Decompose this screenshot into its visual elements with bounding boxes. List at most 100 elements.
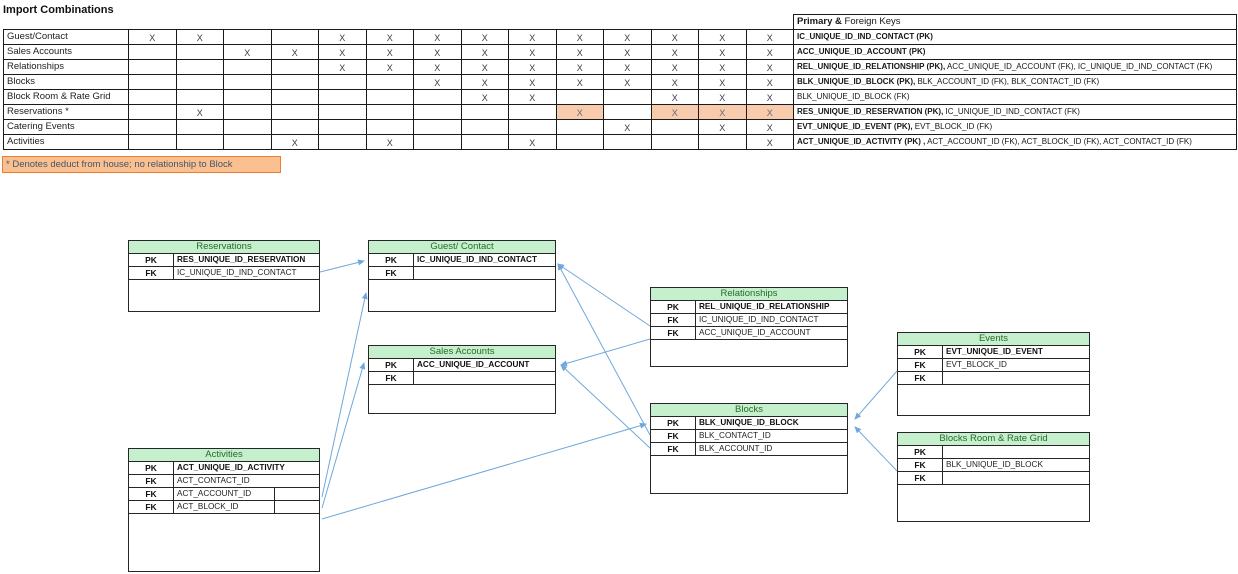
matrix-cell[interactable]	[461, 120, 509, 135]
matrix-cell[interactable]	[271, 60, 319, 75]
matrix-cell[interactable]: X	[699, 45, 747, 60]
matrix-cell[interactable]	[319, 90, 367, 105]
matrix-cell[interactable]	[556, 120, 604, 135]
matrix-cell[interactable]	[271, 105, 319, 120]
matrix-cell[interactable]: X	[414, 75, 462, 90]
matrix-cell[interactable]: X	[366, 45, 414, 60]
matrix-cell[interactable]	[129, 135, 177, 150]
matrix-cell[interactable]: X	[651, 105, 699, 120]
matrix-row-label[interactable]: Catering Events	[4, 120, 129, 135]
matrix-cell[interactable]: X	[509, 90, 557, 105]
matrix-cell[interactable]: X	[509, 135, 557, 150]
matrix-cell[interactable]: X	[651, 75, 699, 90]
matrix-cell[interactable]	[414, 120, 462, 135]
matrix-cell[interactable]	[271, 30, 319, 45]
matrix-cell[interactable]	[461, 105, 509, 120]
matrix-cell[interactable]: X	[509, 45, 557, 60]
matrix-cell[interactable]: X	[366, 135, 414, 150]
matrix-row-label[interactable]: Blocks	[4, 75, 129, 90]
matrix-cell[interactable]: X	[556, 45, 604, 60]
matrix-cell[interactable]	[509, 105, 557, 120]
matrix-cell[interactable]	[271, 90, 319, 105]
matrix-cell[interactable]	[129, 60, 177, 75]
key-row[interactable]: REL_UNIQUE_ID_RELATIONSHIP (PK), ACC_UNI…	[794, 60, 1236, 75]
keys-header[interactable]: Primary & Foreign Keys	[794, 15, 1236, 30]
matrix-cell[interactable]	[176, 60, 224, 75]
deduct-from-house-note[interactable]: * Denotes deduct from house; no relation…	[2, 156, 281, 173]
matrix-cell[interactable]	[224, 30, 272, 45]
matrix-cell[interactable]: X	[556, 105, 604, 120]
matrix-cell[interactable]: X	[604, 30, 652, 45]
matrix-cell[interactable]	[129, 120, 177, 135]
matrix-cell[interactable]	[176, 45, 224, 60]
matrix-cell[interactable]	[651, 120, 699, 135]
matrix-row-label[interactable]: Block Room & Rate Grid	[4, 90, 129, 105]
matrix-cell[interactable]	[176, 135, 224, 150]
matrix-cell[interactable]: X	[699, 75, 747, 90]
key-row[interactable]: ACT_UNIQUE_ID_ACTIVITY (PK) , ACT_ACCOUN…	[794, 135, 1236, 150]
matrix-cell[interactable]: X	[509, 60, 557, 75]
matrix-cell[interactable]: X	[319, 45, 367, 60]
matrix-cell[interactable]: X	[651, 30, 699, 45]
matrix-cell[interactable]: X	[699, 90, 747, 105]
matrix-cell[interactable]: X	[556, 75, 604, 90]
matrix-cell[interactable]: X	[604, 45, 652, 60]
matrix-cell[interactable]: X	[461, 60, 509, 75]
matrix-row-label[interactable]: Activities	[4, 135, 129, 150]
matrix-cell[interactable]	[604, 135, 652, 150]
matrix-cell[interactable]: X	[604, 60, 652, 75]
key-row[interactable]: RES_UNIQUE_ID_RESERVATION (PK), IC_UNIQU…	[794, 105, 1236, 120]
matrix-cell[interactable]: X	[461, 75, 509, 90]
matrix-cell[interactable]: X	[651, 60, 699, 75]
matrix-cell[interactable]: X	[414, 60, 462, 75]
matrix-cell[interactable]	[224, 135, 272, 150]
matrix-cell[interactable]	[129, 45, 177, 60]
matrix-cell[interactable]: X	[176, 30, 224, 45]
matrix-cell[interactable]: X	[604, 120, 652, 135]
matrix-cell[interactable]	[556, 135, 604, 150]
matrix-cell[interactable]	[699, 135, 747, 150]
matrix-cell[interactable]	[651, 135, 699, 150]
matrix-cell[interactable]	[271, 120, 319, 135]
matrix-cell[interactable]	[224, 75, 272, 90]
matrix-cell[interactable]: X	[129, 30, 177, 45]
matrix-cell[interactable]: X	[366, 60, 414, 75]
matrix-cell[interactable]	[366, 75, 414, 90]
matrix-cell[interactable]: X	[699, 30, 747, 45]
key-row[interactable]: EVT_UNIQUE_ID_EVENT (PK), EVT_BLOCK_ID (…	[794, 120, 1236, 135]
key-row[interactable]: BLK_UNIQUE_ID_BLOCK (FK)	[794, 90, 1236, 105]
matrix-cell[interactable]	[509, 120, 557, 135]
matrix-cell[interactable]: X	[651, 45, 699, 60]
matrix-cell[interactable]: X	[461, 45, 509, 60]
matrix-row-label[interactable]: Sales Accounts	[4, 45, 129, 60]
matrix-cell[interactable]: X	[699, 60, 747, 75]
matrix-cell[interactable]	[366, 90, 414, 105]
matrix-cell[interactable]: X	[319, 30, 367, 45]
matrix-cell[interactable]: X	[414, 45, 462, 60]
matrix-cell[interactable]: X	[414, 30, 462, 45]
matrix-cell[interactable]	[366, 105, 414, 120]
matrix-cell[interactable]: X	[176, 105, 224, 120]
matrix-cell[interactable]	[224, 120, 272, 135]
matrix-cell[interactable]	[319, 75, 367, 90]
matrix-cell[interactable]	[271, 75, 319, 90]
key-row[interactable]: BLK_UNIQUE_ID_BLOCK (PK), BLK_ACCOUNT_ID…	[794, 75, 1236, 90]
matrix-cell[interactable]: X	[366, 30, 414, 45]
matrix-cell[interactable]: X	[461, 90, 509, 105]
matrix-cell[interactable]: X	[699, 120, 747, 135]
key-row[interactable]: ACC_UNIQUE_ID_ACCOUNT (PK)	[794, 45, 1236, 60]
matrix-cell[interactable]	[129, 90, 177, 105]
matrix-cell[interactable]	[319, 120, 367, 135]
matrix-cell[interactable]	[414, 135, 462, 150]
matrix-cell[interactable]	[319, 105, 367, 120]
matrix-cell[interactable]	[224, 60, 272, 75]
matrix-row-label[interactable]: Reservations *	[4, 105, 129, 120]
matrix-cell[interactable]	[604, 90, 652, 105]
